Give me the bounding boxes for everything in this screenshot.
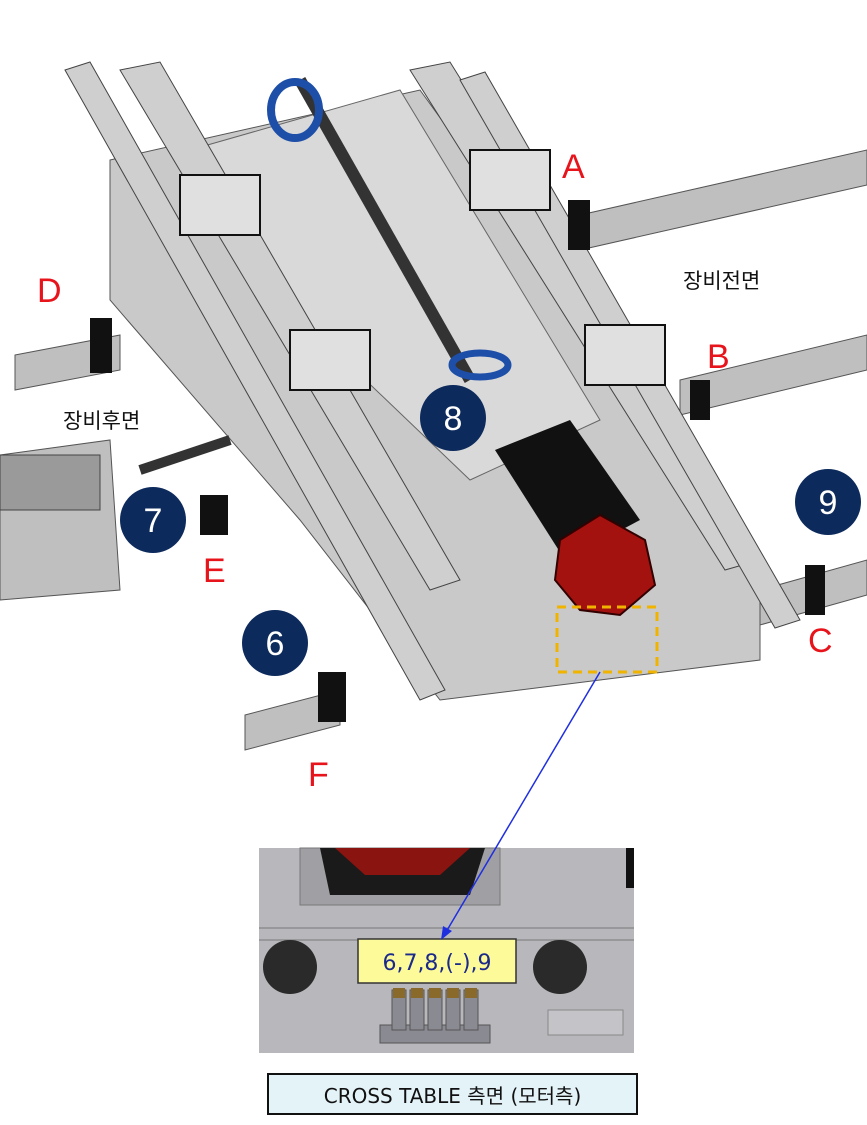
caption-box: CROSS TABLE 측면 (모터측): [267, 1073, 638, 1115]
marker-9: 9: [795, 469, 861, 535]
label-e: E: [203, 552, 226, 590]
black-blocks: [90, 200, 825, 722]
blue-ring-mid: [448, 349, 512, 381]
inset-detail: [259, 847, 634, 1053]
label-d: D: [37, 272, 62, 310]
ball-screw: [294, 77, 476, 383]
svg-text:8: 8: [444, 400, 463, 438]
rear-actuator: [0, 454, 101, 511]
svg-text:7: 7: [144, 502, 163, 540]
lubrication-manifold: [379, 989, 491, 1044]
label-b: B: [707, 338, 730, 376]
label-f: F: [308, 756, 329, 794]
highlight-box: [555, 605, 659, 674]
motor-red-cap: [553, 513, 657, 617]
svg-text:6: 6: [266, 625, 285, 663]
callout-arrow: [441, 671, 601, 940]
svg-text:9: 9: [819, 484, 838, 522]
svg-text:6,7,8,(-),9: 6,7,8,(-),9: [382, 951, 491, 976]
inset-callout: 6,7,8,(-),9: [357, 938, 517, 984]
linear-blocks: [179, 149, 666, 391]
label-a: A: [562, 148, 585, 186]
label-rear: 장비후면: [63, 409, 140, 433]
caption-text: CROSS TABLE 측면 (모터측): [323, 1083, 582, 1108]
rear-screw: [138, 435, 232, 475]
marker-7: 7: [120, 487, 186, 553]
marker-6: 6: [242, 610, 308, 676]
label-c: C: [808, 622, 833, 660]
blue-ring-top: [267, 78, 323, 142]
label-front: 장비전면: [683, 269, 760, 293]
marker-8: 8: [420, 385, 486, 451]
